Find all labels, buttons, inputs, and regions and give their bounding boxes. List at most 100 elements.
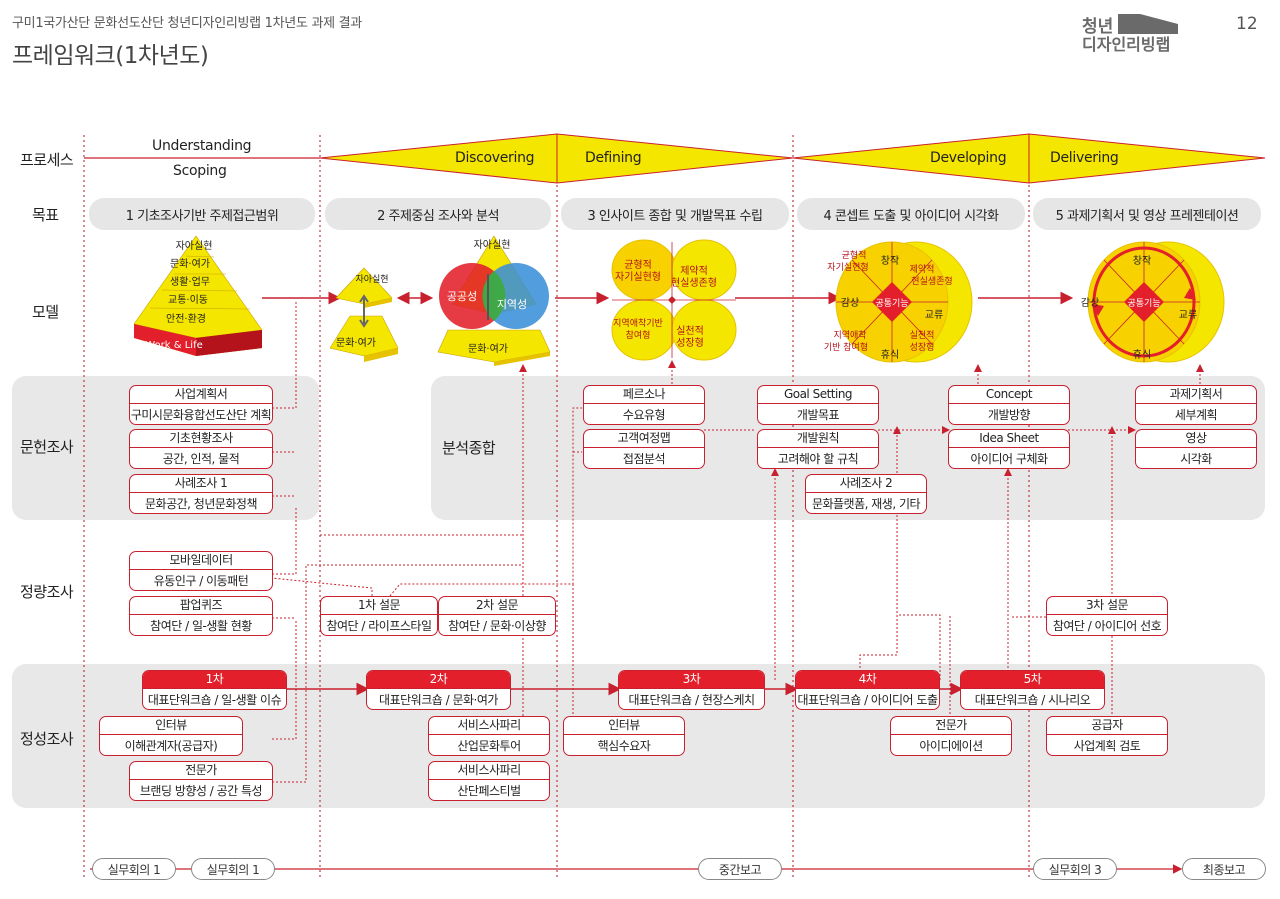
venn-right-label: 지역성: [497, 298, 527, 311]
pyramid-level-5: 안전·환경: [166, 312, 206, 325]
cycle-left: 감상: [1081, 297, 1099, 309]
page-number: 12: [1236, 14, 1258, 34]
clover-q1-b: 자기실현형: [615, 271, 661, 283]
phase-separators: [83, 135, 1030, 880]
pyramid-level-2: 문화·여가: [170, 258, 210, 270]
meeting-3: 실무회의 3: [1033, 858, 1117, 880]
cylinder-center: 공통기능: [875, 298, 908, 309]
meeting-final-report: 최종보고: [1182, 858, 1266, 880]
phase-defining: Defining: [585, 150, 642, 166]
cycle-bottom: 휴식: [1133, 349, 1151, 361]
cycle-right: 교류: [1179, 309, 1197, 321]
cycle-center: 공통기능: [1127, 298, 1160, 309]
row-label-model: 모델: [32, 303, 59, 321]
clover-q1-a: 균형적: [624, 259, 652, 271]
row-label-literature: 문헌조사: [20, 438, 74, 456]
goal-2: 2 주제중심 조사와 분석: [325, 198, 551, 230]
row-label-process: 프로세스: [20, 151, 74, 169]
clover-q2-a: 제약적: [680, 265, 708, 277]
svg-text:기반 참여형: 기반 참여형: [824, 341, 868, 353]
svg-text:균형적: 균형적: [842, 249, 867, 261]
phase-discovering: Discovering: [455, 150, 535, 166]
cylinder-left: 감상: [841, 297, 859, 309]
venn-pyramid-model: 자아실현 공공성 지역성 문화·여가: [437, 235, 551, 366]
clover-q2-b: 현실생존형: [671, 277, 717, 289]
svg-text:지역애착: 지역애착: [833, 330, 866, 341]
row-label-goal: 목표: [32, 206, 59, 224]
svg-text:자기실현형: 자기실현형: [827, 262, 868, 273]
goal-3: 3 인사이트 종합 및 개발목표 수립: [561, 198, 789, 230]
venn-left-label: 공공성: [447, 290, 477, 303]
clover-q3-b: 참여형: [626, 329, 651, 341]
split-pyramid-bottom: 문화·여가: [336, 337, 376, 349]
split-pyramid-top: 자아실현: [355, 274, 388, 285]
row-label-quantitative: 정량조사: [20, 583, 74, 601]
phase-delivering: Delivering: [1050, 150, 1119, 166]
goal-4: 4 콘셉트 도출 및 아이디어 시각화: [797, 198, 1025, 230]
svg-text:현실생존형: 현실생존형: [911, 276, 952, 287]
clover-q4-a: 실천적: [676, 325, 704, 337]
goal-5: 5 과제기획서 및 영상 프레젠테이션: [1033, 198, 1261, 230]
brand-logo: 청년 디자인리빙랩: [1080, 12, 1180, 54]
synthesis-label: 분석종합: [442, 439, 496, 457]
meeting-interim-report: 중간보고: [698, 858, 782, 880]
phase-scoping: Scoping: [173, 163, 227, 179]
pyramid-level-1: 자아실현: [176, 240, 213, 252]
meeting-2: 실무회의 1: [191, 858, 275, 880]
clover-model: 균형적 자기실현형 제약적 현실생존형 지역애착기반 참여형 실천적 성장형: [611, 239, 737, 361]
svg-text:성장형: 성장형: [910, 342, 935, 353]
pyramid-level-6: Work & Life: [145, 340, 203, 351]
cylinder-cycle-model: 공통기능 창작 감상 교류 휴식: [1081, 241, 1225, 363]
phase-developing: Developing: [930, 150, 1007, 166]
split-pyramid-model: 자아실현 문화·여가: [329, 267, 399, 362]
header-subtitle: 구미1국가산단 문화선도산단 청년디자인리빙랩 1차년도 과제 결과: [12, 16, 362, 31]
clover-q3-a: 지역애착기반: [613, 318, 663, 329]
phase-understanding: Understanding: [152, 138, 252, 154]
cylinder-bottom: 휴식: [881, 349, 899, 361]
page-title: 프레임워크(1차년도): [12, 43, 209, 69]
venn-top-label: 자아실현: [474, 239, 511, 251]
logo-line1: 청년: [1082, 16, 1113, 37]
cylinder-right: 교류: [925, 309, 943, 321]
svg-text:실천적: 실천적: [910, 329, 935, 341]
venn-bottom-label: 문화·여가: [468, 343, 508, 355]
svg-text:제약적: 제약적: [910, 263, 935, 275]
cylinder-model: 공통기능 창작 감상 교류 휴식 균형적 자기실현형 제약적 현실생존형 지역애…: [824, 241, 973, 363]
pyramid-level-3: 생활·업무: [170, 275, 210, 288]
goal-1: 1 기초조사기반 주제접근범위: [89, 198, 315, 230]
cylinder-top: 창작: [881, 255, 899, 267]
logo-line2: 디자인리빙랩: [1082, 35, 1170, 52]
pyramid-model: 자아실현 문화·여가 생활·업무 교통·이동 안전·환경 Work & Life: [134, 235, 263, 356]
meeting-1: 실무회의 1: [92, 858, 176, 880]
row-label-qualitative: 정성조사: [20, 730, 74, 748]
